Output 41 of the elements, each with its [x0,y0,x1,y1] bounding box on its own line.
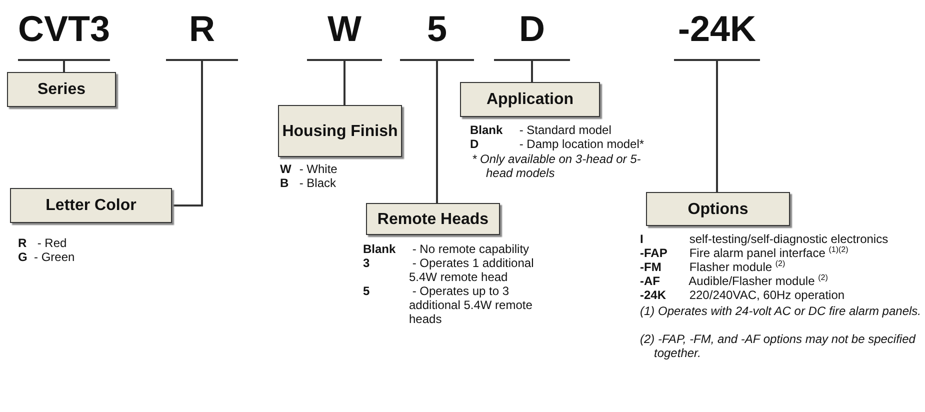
category-label: Letter Color [46,196,136,215]
option-code-entry: -AF Audible/Flasher module $^{(2)}$ [640,274,829,288]
connector-line [436,61,438,203]
footnote: (1) Operates with 24-volt AC or DC fire alarm panels. [640,304,922,318]
model-code-text: D [519,8,545,50]
category-label: Series [37,80,86,99]
option-code-entry: Blank - Standard model [470,123,612,137]
category-box [646,192,790,226]
connector-line [63,61,65,72]
category-box [278,105,402,157]
option-code-entry: -FM Flasher module $^{(2)}$ [640,260,786,274]
option-code-entry: R - Red [18,236,68,250]
option-code-entry: -24K 220/240VAC, 60Hz operation [640,288,846,302]
model-code-text: R [189,8,215,50]
option-code-entry: I self-testing/self-diagnostic electronics [640,232,890,246]
category-box [460,82,600,117]
category-label: Options [688,200,748,218]
option-code-entry: D - Damp location model* [470,137,646,151]
footnote: * Only available on 3-head or 5-head models [472,152,642,180]
category-label: Remote Heads [377,210,489,228]
option-code-entry: 5 - Operates up to 3 additional 5.4W remote heads [363,284,534,326]
connector-line [344,61,346,105]
model-code-text: 5 [426,8,448,50]
option-code-entry: W - White [280,162,338,176]
model-code-text: -24K [678,8,756,50]
option-code-entry: -FAP Fire alarm panel interface $^{(1)(2)}$ [640,246,850,260]
category-box [10,188,172,223]
model-code-text: W [328,8,362,50]
option-code-entry: G- Green [18,250,76,264]
connector-line [172,61,203,206]
connector-line [531,61,533,82]
option-code-entry: 3 - Operates 1 additional 5.4W remote head [363,256,535,284]
footnote: (2) -FAP, -FM, and -AF options may not be specified together. [640,332,917,360]
option-code-entry: Blank - No remote capability [363,242,530,256]
category-label: Housing Finish [282,122,398,140]
category-box [7,72,116,107]
connector-line [716,61,718,192]
model-code-text: CVT3 [18,8,110,50]
option-code-entry: B - Black [280,176,338,190]
category-box [366,203,500,235]
category-label: Application [486,90,574,109]
